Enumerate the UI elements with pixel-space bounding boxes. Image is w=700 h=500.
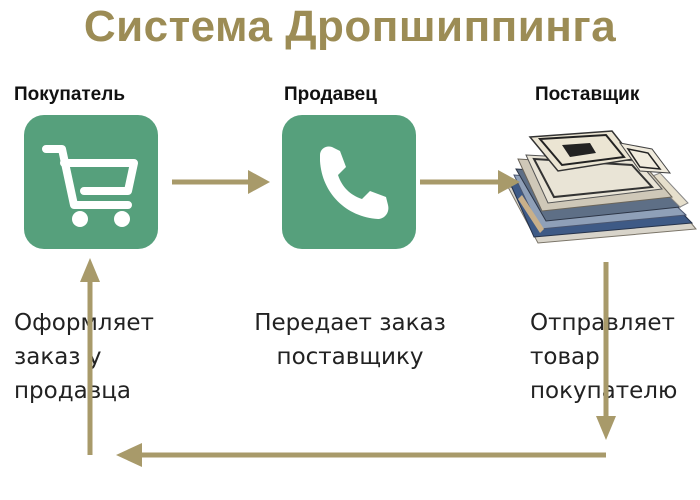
arrowhead-right-1 <box>248 170 270 194</box>
shopping-cart-icon <box>42 145 138 227</box>
carpet-stack-image <box>507 130 697 244</box>
diagram-title: Система Дропшиппинга <box>83 2 617 51</box>
node-description-seller: Передает заказ поставщику <box>0 306 700 374</box>
description-line: Отправляет <box>530 310 675 336</box>
description-line: поставщику <box>276 344 424 370</box>
seller-tile <box>282 115 416 249</box>
buyer-tile <box>24 115 158 249</box>
description-line: Передает заказ <box>254 310 446 336</box>
description-line: продавца <box>14 378 132 404</box>
node-description-buyer: Оформляет заказ у продавца <box>14 306 154 408</box>
arrowhead-left <box>116 443 142 467</box>
arrowhead-right-2 <box>498 170 520 194</box>
arrowhead-up <box>80 258 100 282</box>
node-label-supplier: Поставщик <box>535 84 640 105</box>
node-label-seller: Продавец <box>284 84 377 105</box>
phone-icon <box>320 146 389 219</box>
description-line: заказ у <box>14 344 102 370</box>
description-line: товар <box>530 344 600 370</box>
node-label-buyer: Покупатель <box>14 84 126 105</box>
arrowhead-down <box>596 416 616 440</box>
description-line: Оформляет <box>14 310 154 336</box>
